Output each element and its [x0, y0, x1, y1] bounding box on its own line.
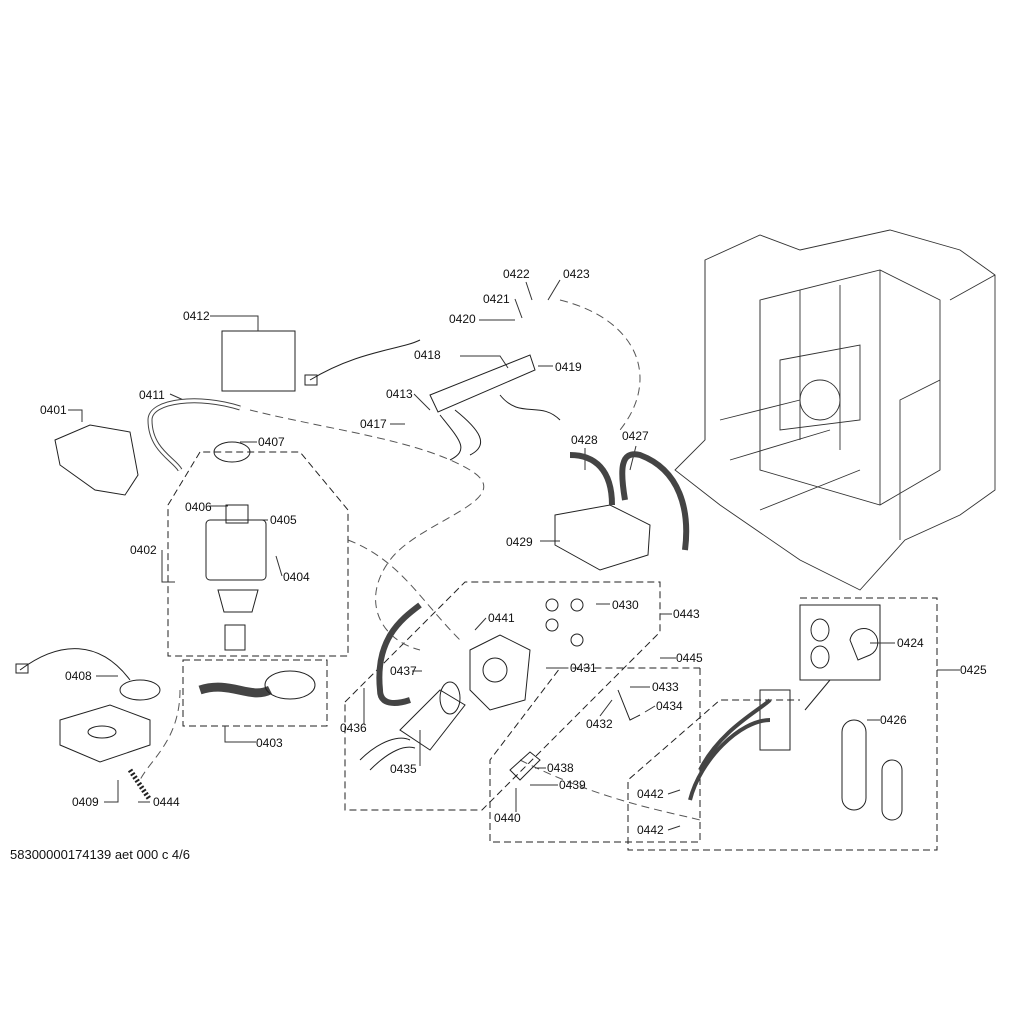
part-0425-assembly [759, 689, 791, 751]
callout-0438: 0438 [547, 761, 574, 775]
group-0445-boundary [489, 667, 701, 843]
callout-0435: 0435 [390, 762, 417, 776]
inset-0412 [221, 330, 296, 392]
callout-0421: 0421 [483, 292, 510, 306]
callout-0403: 0403 [256, 736, 283, 750]
callout-0432: 0432 [586, 717, 613, 731]
parts [15, 339, 903, 821]
callout-0401: 0401 [40, 403, 67, 417]
callout-0427: 0427 [622, 429, 649, 443]
part-0440 [509, 751, 541, 781]
part-0401-bracket [54, 424, 139, 496]
callout-0443: 0443 [673, 607, 700, 621]
callout-0429: 0429 [506, 535, 533, 549]
part-0405-pump [205, 519, 267, 581]
callout-0408: 0408 [65, 669, 92, 683]
group-boundaries [167, 451, 938, 851]
callout-0404: 0404 [283, 570, 310, 584]
callout-0402: 0402 [130, 543, 157, 557]
group-0443-boundary [344, 581, 661, 811]
callout-0440: 0440 [494, 811, 521, 825]
callout-0412: 0412 [183, 309, 210, 323]
part-0407 [213, 441, 251, 463]
callout-0413: 0413 [386, 387, 413, 401]
part-0429-tank [554, 504, 651, 571]
callout-0411: 0411 [139, 388, 165, 402]
callout-0442-lower: 0442 [637, 823, 664, 837]
callout-0430: 0430 [612, 598, 639, 612]
part-0441-valve [469, 634, 531, 711]
callout-0405: 0405 [270, 513, 297, 527]
callout-0442-upper: 0442 [637, 787, 664, 801]
machine-frame [674, 229, 996, 591]
callout-0409: 0409 [72, 795, 99, 809]
part-0403-hose [198, 682, 273, 698]
callout-0418: 0418 [414, 348, 441, 362]
callout-0424: 0424 [897, 636, 924, 650]
callout-0439: 0439 [559, 778, 586, 792]
callout-0441: 0441 [488, 611, 515, 625]
drawing-reference-footer: 58300000174139 aet 000 c 4/6 [10, 847, 191, 862]
callout-0426: 0426 [880, 713, 907, 727]
group-0425-boundary [627, 597, 938, 851]
part-0444-spring [127, 768, 153, 802]
callout-0437: 0437 [390, 664, 417, 678]
callout-0423: 0423 [563, 267, 590, 281]
callout-0431: 0431 [570, 661, 597, 675]
callout-0422: 0422 [503, 267, 530, 281]
callout-0444: 0444 [153, 795, 180, 809]
part-0409-base [59, 704, 151, 763]
part-0426-cover [841, 719, 867, 811]
callout-0428: 0428 [571, 433, 598, 447]
part-0408 [19, 648, 131, 681]
callout-0419: 0419 [555, 360, 582, 374]
part-0436-hose [376, 602, 422, 706]
callout-0420: 0420 [449, 312, 476, 326]
callout-0406: 0406 [185, 500, 212, 514]
part-0435-filter [399, 689, 466, 751]
callout-0433: 0433 [652, 680, 679, 694]
callout-0434: 0434 [656, 699, 683, 713]
inset-0424 [799, 604, 881, 681]
callout-0445: 0445 [676, 651, 703, 665]
part-0418-heater [429, 354, 536, 413]
pump-group-boundary [167, 451, 349, 657]
callout-0417: 0417 [360, 417, 387, 431]
callout-0425: 0425 [960, 663, 987, 677]
group-0403-boundary [182, 659, 328, 727]
callout-0407: 0407 [258, 435, 285, 449]
part-0411-hose [147, 398, 241, 472]
callout-0436: 0436 [340, 721, 367, 735]
